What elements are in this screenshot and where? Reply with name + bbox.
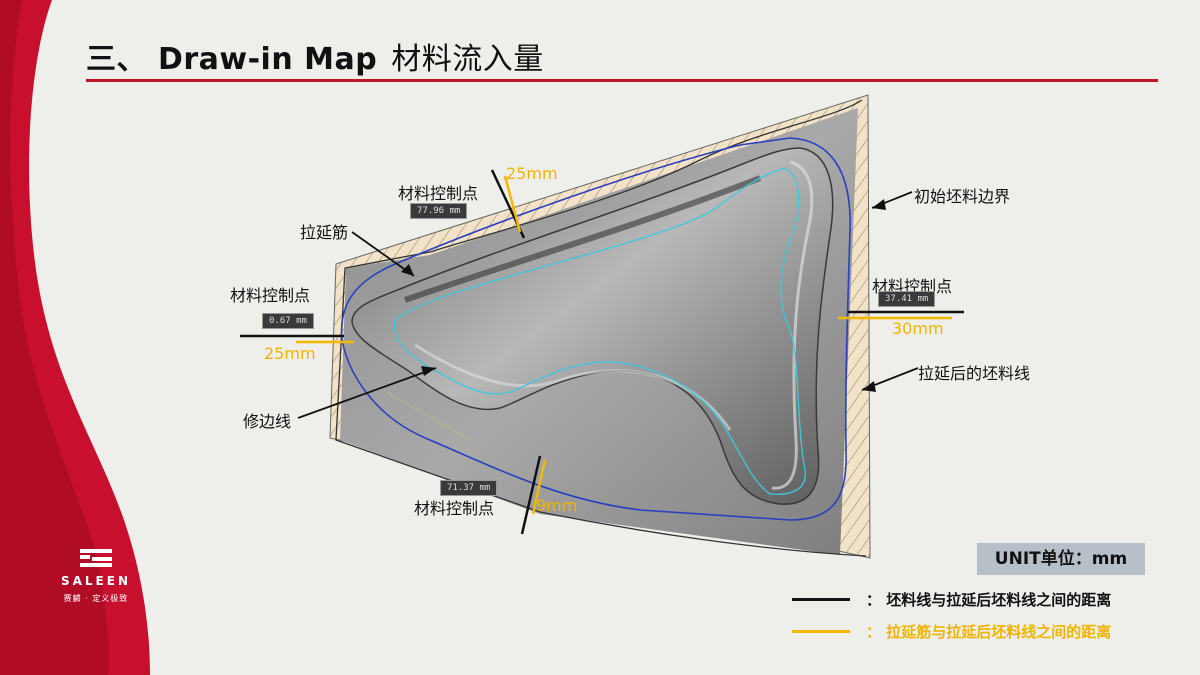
measure-tag-right: 37.41 mm <box>878 291 936 307</box>
dim-left: 25mm <box>264 344 316 363</box>
label-drawbead: 拉延筋 <box>300 223 349 242</box>
logo-tagline: 赛麟 · 定义极致 <box>63 594 129 603</box>
legend-swatch-black <box>792 597 850 601</box>
drawn-blank-outline <box>335 99 867 557</box>
dim-right: 30mm <box>892 319 944 338</box>
dim-top: 25mm <box>506 164 558 183</box>
legend-swatch-orange <box>792 629 850 633</box>
measure-black-bottom <box>520 455 542 535</box>
arrow-trim-line <box>297 367 437 419</box>
slide-title: 三、 Draw-in Map 材料流入量 <box>86 34 544 78</box>
label-trim-line: 修边线 <box>243 412 292 431</box>
measure-orange-top <box>503 175 522 233</box>
panel-part <box>351 147 834 505</box>
legend-text-orange: ： 拉延筋与拉延后坯料线之间的距离 <box>866 622 1112 641</box>
logo-wordmark: SALEEN <box>60 574 131 588</box>
arrow-drawbead <box>351 231 415 277</box>
legend-item-orange: ： 拉延筋与拉延后坯料线之间的距离 <box>792 619 1111 643</box>
title-cn: 材料流入量 <box>391 42 544 77</box>
binder-line <box>340 137 851 521</box>
label-control-point-left: 材料控制点 <box>230 286 311 305</box>
measure-tag-top: 77.96 mm <box>410 203 468 219</box>
trim-line <box>393 167 806 496</box>
measure-orange-bottom <box>531 459 547 515</box>
title-prefix: 三、 Draw-in Map <box>86 42 378 77</box>
label-control-point-top: 材料控制点 <box>398 184 479 203</box>
measure-tag-bottom: 71.37 mm <box>440 480 498 496</box>
label-control-point-bottom: 材料控制点 <box>414 499 495 518</box>
legend-item-black: ： 坯料线与拉延后坯料线之间的距离 <box>792 587 1111 611</box>
unit-label: UNIT单位：mm <box>977 543 1145 575</box>
label-drawn-blank-line: 拉延后的坯料线 <box>918 364 1031 383</box>
measure-tag-left: 0.67 mm <box>262 313 314 329</box>
legend-text-black: ： 坯料线与拉延后坯料线之间的距离 <box>866 590 1112 609</box>
dim-bottom: 9mm <box>536 496 578 515</box>
title-rule <box>86 79 1158 82</box>
label-initial-blank: 初始坯料边界 <box>914 187 1011 206</box>
saleen-logo-mark <box>80 549 112 567</box>
